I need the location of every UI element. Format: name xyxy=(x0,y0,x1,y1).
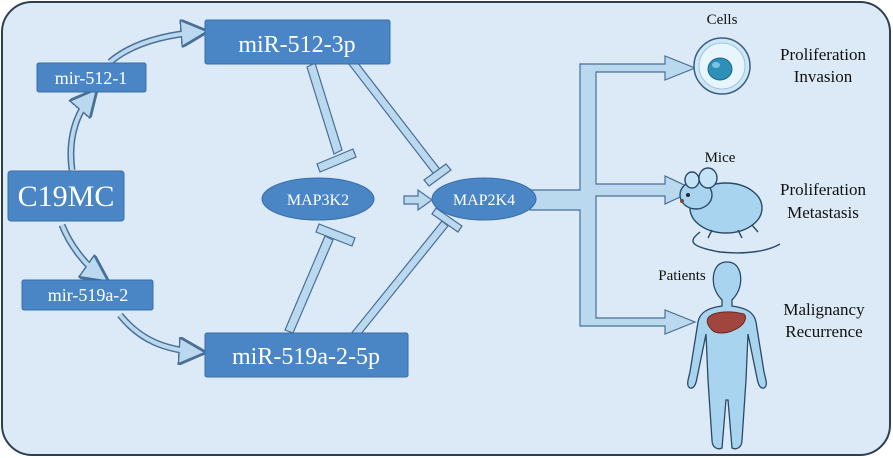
mir519a-2-label: mir-519a-2 xyxy=(48,285,129,305)
map2k4-node xyxy=(431,177,537,221)
c19mc-node xyxy=(7,170,125,222)
c19mc-label: C19MC xyxy=(18,180,115,213)
cells-outcome-1: Proliferation xyxy=(780,45,866,64)
map2k4-label: MAP2K4 xyxy=(453,192,515,209)
mir512-1-node xyxy=(36,62,147,93)
mir512-3p-node xyxy=(204,19,391,65)
cells-outcome-2: Invasion xyxy=(794,67,853,86)
cell-icon xyxy=(693,37,751,95)
mir519a-2-5p-label: miR-519a-2-5p xyxy=(232,344,380,370)
mir519a-2-node xyxy=(21,279,154,311)
map3k2-label: MAP3K2 xyxy=(287,192,349,209)
curved-arrows xyxy=(58,32,200,352)
patients-outcome-2: Recurrence xyxy=(785,322,862,341)
patients-outcome-1: Malignancy xyxy=(783,300,865,319)
mouse-icon xyxy=(679,167,781,254)
mir512-3p-label: miR-512-3p xyxy=(238,32,355,58)
mir519a-2-5p-node xyxy=(204,332,409,378)
liver-icon xyxy=(706,311,747,334)
inhibit-519-to-map3k2 xyxy=(284,223,356,334)
patients-title: Patients xyxy=(658,268,706,284)
cells-title: Cells xyxy=(707,12,738,28)
inhibit-512-to-map3k2 xyxy=(306,62,357,173)
arrow-map3k2-to-map2k4 xyxy=(403,188,434,212)
mice-outcome-1: Proliferation xyxy=(780,180,866,199)
mir512-1-label: mir-512-1 xyxy=(55,68,128,88)
mice-title: Mice xyxy=(705,150,736,166)
mice-outcome-2: Metastasis xyxy=(787,203,859,222)
human-body-icon xyxy=(687,261,767,450)
map3k2-node xyxy=(261,177,375,221)
inhibition-links xyxy=(284,57,463,341)
